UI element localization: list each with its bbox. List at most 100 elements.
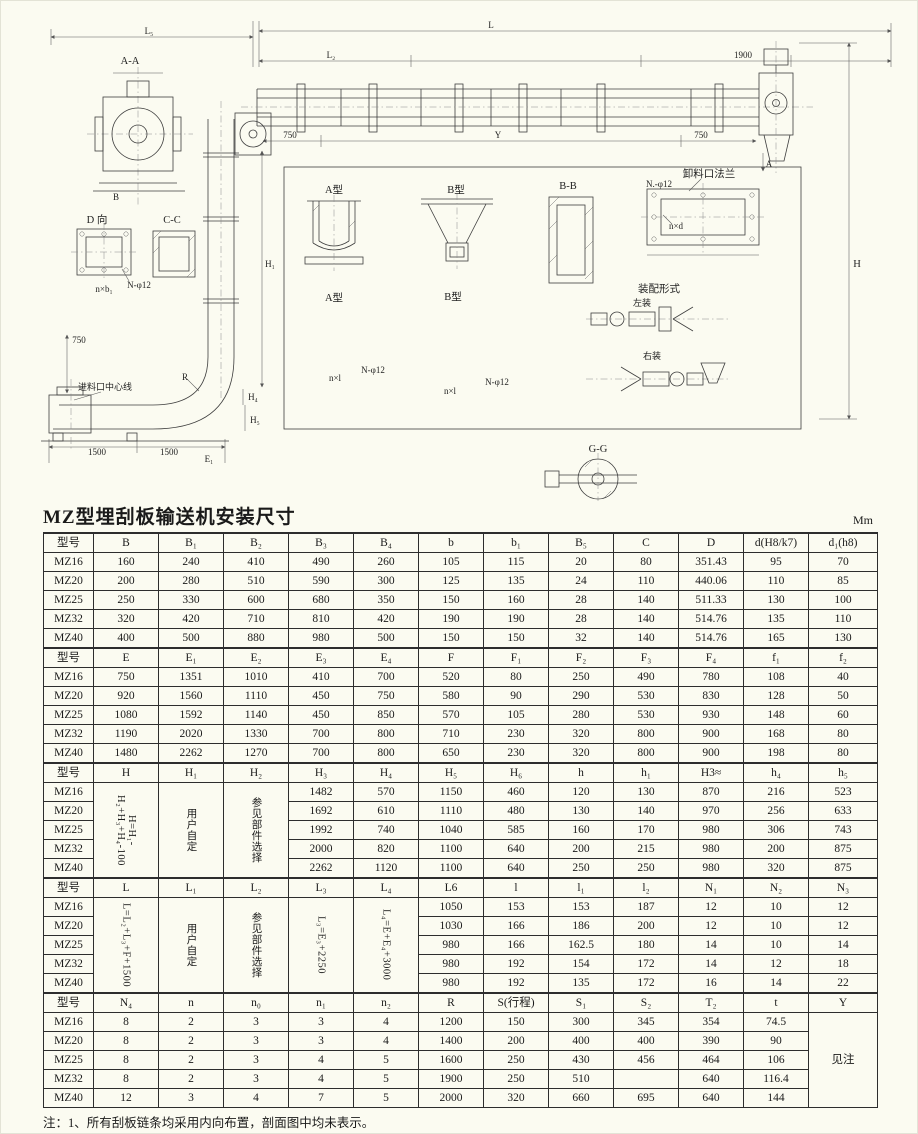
merged-cell: L=L₂+L₃+F+1500: [93, 897, 159, 994]
value-cell: 192: [483, 973, 549, 994]
value-cell: 410: [223, 552, 289, 572]
value-cell: 980: [418, 973, 484, 994]
column-header: H₃: [288, 762, 354, 783]
value-cell: 250: [483, 1069, 549, 1089]
value-cell: 700: [288, 724, 354, 744]
value-cell: 4: [288, 1050, 354, 1070]
section-b-b-view: [548, 196, 594, 284]
column-header: t: [743, 992, 809, 1013]
model-cell: MZ32: [43, 1069, 94, 1089]
value-cell: 3: [158, 1088, 224, 1108]
value-cell: 3: [223, 1012, 289, 1032]
value-cell: 24: [548, 571, 614, 591]
value-cell: 1110: [418, 801, 484, 821]
column-header: N₂: [743, 877, 809, 898]
column-header: F₂: [548, 647, 614, 668]
value-cell: 640: [483, 858, 549, 879]
value-cell: 190: [483, 609, 549, 629]
value-cell: 130: [808, 628, 878, 649]
model-cell: MZ40: [43, 628, 94, 649]
value-cell: 320: [548, 724, 614, 744]
value-cell: 8: [93, 1050, 159, 1070]
value-cell: 306: [743, 820, 809, 840]
value-cell: 700: [288, 743, 354, 764]
value-cell: 400: [548, 1031, 614, 1051]
column-header: d₁(h8): [808, 532, 878, 553]
model-cell: MZ16: [43, 667, 94, 687]
value-cell: 980: [678, 839, 744, 859]
value-cell: 162.5: [548, 935, 614, 955]
unit-label: Mm: [852, 513, 873, 527]
value-cell: 1120: [353, 858, 419, 879]
footnotes: 注：1、所有刮板链条均采用内向布置，剖面图中均未表示。 2、刮板链条按表12-2…: [43, 1115, 917, 1133]
model-cell: MZ25: [43, 705, 94, 725]
section-c-c-view: [152, 230, 196, 278]
value-cell: 130: [548, 801, 614, 821]
detail-label-a-type-lower: A型: [325, 291, 343, 304]
column-header: l: [483, 877, 549, 898]
dim-label-l: L: [488, 20, 494, 30]
value-cell: 190: [418, 609, 484, 629]
value-cell: 154: [548, 954, 614, 974]
value-cell: 8: [93, 1031, 159, 1051]
label-left-mount: 左装: [633, 297, 651, 308]
column-header: n₂: [353, 992, 419, 1013]
value-cell: 95: [743, 552, 809, 572]
column-header: B₁: [158, 532, 224, 553]
value-cell: 3: [223, 1069, 289, 1089]
column-header: b: [418, 532, 484, 553]
value-cell: 450: [288, 705, 354, 725]
value-cell: 250: [613, 858, 679, 879]
column-header: N₄: [93, 992, 159, 1013]
column-header: E: [93, 647, 159, 668]
value-cell: 1592: [158, 705, 224, 725]
merged-cell: L₄=E+E₄+3000: [353, 897, 419, 994]
value-cell: 743: [808, 820, 878, 840]
view-label-c-c: C-C: [163, 215, 181, 226]
column-header: h₁: [613, 762, 679, 783]
column-header: 型号: [43, 762, 94, 783]
column-header: F₄: [678, 647, 744, 668]
value-cell: 980: [418, 935, 484, 955]
value-cell: 180: [613, 935, 679, 955]
horizontal-conveyor: [234, 41, 813, 173]
value-cell: 2: [158, 1031, 224, 1051]
column-header: n₀: [223, 992, 289, 1013]
merged-cell: L₃=E₃+2250: [288, 897, 354, 994]
value-cell: 90: [743, 1031, 809, 1051]
model-cell: MZ25: [43, 590, 94, 610]
value-cell: 7: [288, 1088, 354, 1108]
value-cell: 135: [743, 609, 809, 629]
value-cell: 50: [808, 686, 878, 706]
column-header: n₁: [288, 992, 354, 1013]
value-cell: 1400: [418, 1031, 484, 1051]
value-cell: 800: [353, 724, 419, 744]
value-cell: 8: [93, 1069, 159, 1089]
model-cell: MZ32: [43, 724, 94, 744]
value-cell: 2: [158, 1050, 224, 1070]
value-cell: 12: [678, 897, 744, 917]
model-cell: MZ20: [43, 686, 94, 706]
model-cell: MZ32: [43, 839, 94, 859]
value-cell: 135: [548, 973, 614, 994]
column-header: N₃: [808, 877, 878, 898]
value-cell: 290: [548, 686, 614, 706]
value-cell: 230: [483, 724, 549, 744]
value-cell: 320: [93, 609, 159, 629]
value-cell: 12: [808, 897, 878, 917]
value-cell: 250: [483, 1050, 549, 1070]
value-cell: 300: [353, 571, 419, 591]
column-header: f₂: [808, 647, 878, 668]
dim-label-1900: 1900: [734, 50, 753, 60]
callout-nphi12-a: N-φ12: [361, 365, 385, 375]
view-label-b-b: B-B: [559, 181, 577, 192]
